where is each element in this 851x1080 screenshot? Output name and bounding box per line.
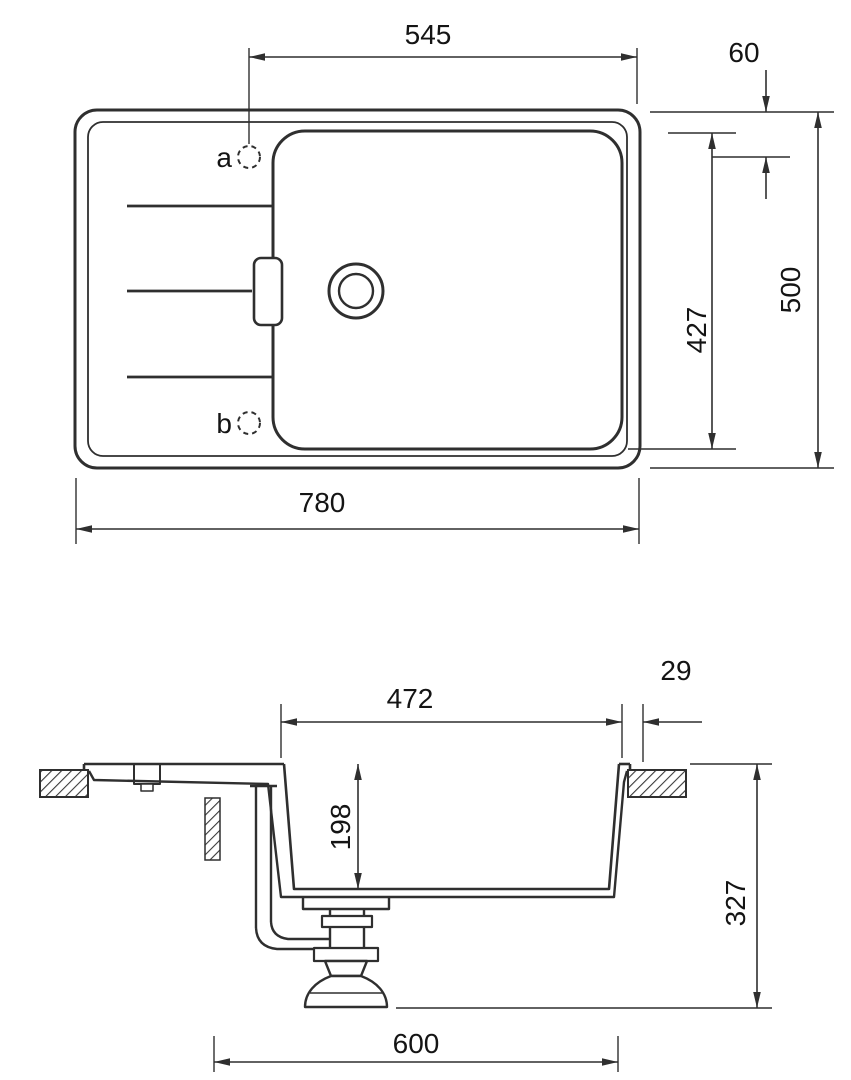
drainboard-grooves <box>127 204 273 379</box>
sink-inner-rim <box>87 121 628 457</box>
trap-nut <box>312 946 380 963</box>
dim-327-label: 327 <box>720 880 751 927</box>
overflow-elbow-inner <box>269 921 330 941</box>
tap-hole-plug <box>140 783 154 792</box>
coupling-nut <box>320 914 374 929</box>
overflow-outline <box>252 256 284 327</box>
tap-hole-b-icon <box>237 411 261 435</box>
dimension-tap-hole-offset: 60 <box>650 37 834 199</box>
dimension-bowl-top-width: 472 <box>280 683 623 758</box>
dim-427-label: 427 <box>681 307 712 354</box>
drain-flange <box>301 898 391 911</box>
dimension-bowl-depth: 198 <box>325 764 362 889</box>
dimension-bowl-length: 427 <box>628 132 736 450</box>
bowl-outline <box>271 129 624 451</box>
dim-600-label: 600 <box>393 1028 440 1059</box>
overflow-elbow-outer <box>254 927 330 951</box>
tap-hole-b-label: b <box>216 408 232 439</box>
dim-472-label: 472 <box>387 683 434 714</box>
bowl-section-inner <box>282 763 621 891</box>
dim-780-label: 780 <box>299 487 346 518</box>
dimension-rim-offset: 29 <box>642 655 702 762</box>
dimension-overall-depth: 500 <box>650 112 834 469</box>
dimension-overall-width: 780 <box>75 478 640 544</box>
drain-plumbing <box>250 784 391 1009</box>
tap-hole-a-label: a <box>216 142 232 173</box>
dim-500-label: 500 <box>775 267 806 314</box>
tap-hole-a-icon <box>237 145 261 169</box>
worktop-left <box>39 769 89 798</box>
dim-198-label: 198 <box>325 804 356 851</box>
fixing-clip <box>204 797 221 861</box>
section-view <box>39 762 687 1009</box>
dim-60-label: 60 <box>728 37 759 68</box>
trap-bell <box>303 974 389 1009</box>
dim-545-label: 545 <box>405 19 452 50</box>
dimension-overall-height: 327 <box>396 763 772 1009</box>
worktop-right <box>627 769 687 798</box>
top-view: a b <box>73 108 642 470</box>
dimension-bowl-width: 545 <box>248 19 638 144</box>
trap-neck <box>323 959 369 978</box>
sink-body-outer <box>87 770 629 899</box>
dimension-cabinet-width: 600 <box>213 1028 619 1072</box>
dim-29-label: 29 <box>660 655 691 686</box>
drain-inner-circle <box>337 272 375 310</box>
